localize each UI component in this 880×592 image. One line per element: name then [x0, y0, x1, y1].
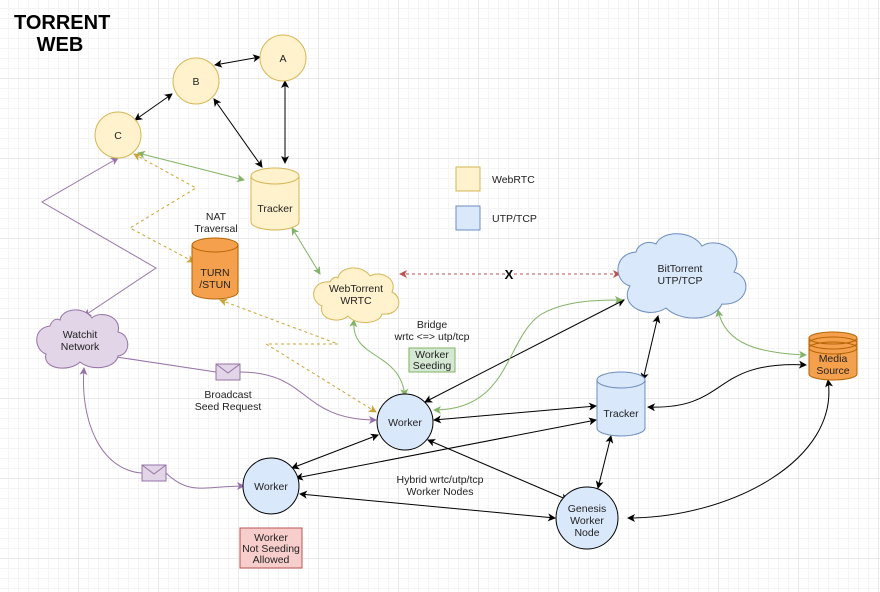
edge-genesis-media — [627, 379, 833, 522]
edge-envelope1-watchit — [109, 353, 217, 373]
tracker-bottom-cylinder[interactable]: Tracker — [596, 371, 646, 437]
broadcast-label-1: Broadcast — [204, 389, 251, 401]
seeding-label-2: Seeding — [413, 360, 452, 372]
edge-b-tracker — [213, 98, 263, 168]
edge-c-turn-dashed — [128, 153, 198, 263]
genesis-label-3: Node — [574, 527, 599, 539]
node-a-label: A — [279, 53, 286, 65]
webtorrent-cloud[interactable]: WebTorrent WRTC — [313, 267, 400, 323]
turn-label-2: /STUN — [199, 279, 231, 291]
edge-worker2-genesis — [299, 490, 556, 522]
title-line-1: TORRENT — [14, 12, 111, 34]
webtorrent-label-2: WRTC — [340, 295, 372, 307]
genesis-worker-node[interactable]: Genesis Worker Node — [555, 486, 619, 550]
nat-label-1: NAT — [206, 211, 227, 223]
watchit-label-2: Network — [61, 341, 100, 353]
notseeding-label-2: Not Seeding — [242, 543, 300, 555]
legend-utp-swatch — [455, 205, 481, 231]
title-line-2: WEB — [36, 34, 84, 56]
edge-turn-worker-dashed — [219, 298, 377, 413]
edge-tracker2-genesis — [595, 435, 614, 489]
media-label-2: Source — [816, 365, 849, 377]
media-source-cylinder[interactable]: Media Source — [808, 331, 858, 381]
node-b-label: B — [192, 76, 199, 88]
legend-utp-label: UTP/TCP — [492, 213, 537, 225]
tracker-bottom-label: Tracker — [603, 408, 639, 420]
hybrid-label-2: Worker Nodes — [407, 486, 474, 498]
nat-label-2: Traversal — [194, 223, 237, 235]
edge-worker-worker — [291, 433, 379, 470]
tracker-top-cylinder[interactable]: Tracker — [250, 167, 300, 231]
diagram-title: TORRENT WEB — [14, 12, 111, 56]
edge-tracker-webtorrent-green — [291, 227, 321, 275]
worker-main-label: Worker — [388, 417, 422, 429]
watchit-cloud[interactable]: Watchit Network — [36, 309, 129, 369]
watchit-label-1: Watchit — [63, 329, 98, 341]
edge-b-a — [214, 54, 261, 68]
node-a[interactable]: A — [259, 34, 307, 82]
notseeding-label-1: Worker — [254, 532, 288, 544]
edge-c-b — [134, 93, 173, 121]
edge-tracker2-media — [647, 360, 807, 412]
edge-worker2-tracker2 — [295, 417, 597, 481]
edge-worker-tracker2 — [433, 402, 597, 424]
legend-webrtc-label: WebRTC — [492, 174, 535, 186]
envelope-icon — [215, 363, 241, 381]
notseeding-label-3: Allowed — [253, 554, 290, 566]
node-b[interactable]: B — [172, 57, 220, 105]
bittorrent-label-1: BitTorrent — [658, 263, 703, 275]
tracker-top-label: Tracker — [257, 203, 293, 215]
bridge-label-2: wrtc <=> utp/tcp — [394, 331, 470, 343]
turn-label-1: TURN — [200, 267, 229, 279]
worker-main-node[interactable]: Worker — [376, 393, 434, 451]
worker-not-seeding-box: Worker Not Seeding Allowed — [239, 527, 303, 569]
worker-seeding-box: Worker Seeding — [408, 347, 456, 373]
x-mark: X — [505, 267, 514, 282]
webtorrent-label-1: WebTorrent — [329, 283, 383, 295]
legend-webrtc-swatch — [455, 166, 481, 192]
bridge-label-1: Bridge — [417, 319, 448, 331]
edge-worker-bittorrent-green — [433, 296, 623, 414]
bittorrent-label-2: UTP/TCP — [658, 275, 703, 287]
edge-c-tracker-green — [137, 150, 245, 183]
worker-left-node[interactable]: Worker — [242, 457, 300, 515]
hybrid-label-1: Hybrid wrtc/utp/tcp — [397, 474, 484, 486]
media-label-1: Media — [819, 353, 848, 365]
edge-watchit-c-purple — [41, 157, 157, 317]
broadcast-label-2: Seed Request — [195, 401, 262, 413]
envelope-icon — [141, 464, 167, 482]
edge-envelope2-worker — [165, 472, 245, 491]
node-c[interactable]: C — [94, 111, 142, 159]
node-c-label: C — [114, 130, 122, 142]
edge-tracker2-bittorrent — [640, 315, 661, 381]
worker-left-label: Worker — [254, 481, 288, 493]
genesis-label-1: Genesis — [568, 503, 607, 515]
genesis-label-2: Worker — [570, 515, 604, 527]
turn-stun-cylinder[interactable]: TURN /STUN — [191, 237, 239, 300]
edge-envelope2-watchit — [79, 367, 143, 474]
seeding-label-1: Worker — [415, 349, 449, 361]
edge-bittorrent-media-green — [715, 309, 807, 359]
bittorrent-cloud[interactable]: BitTorrent UTP/TCP — [617, 233, 747, 319]
